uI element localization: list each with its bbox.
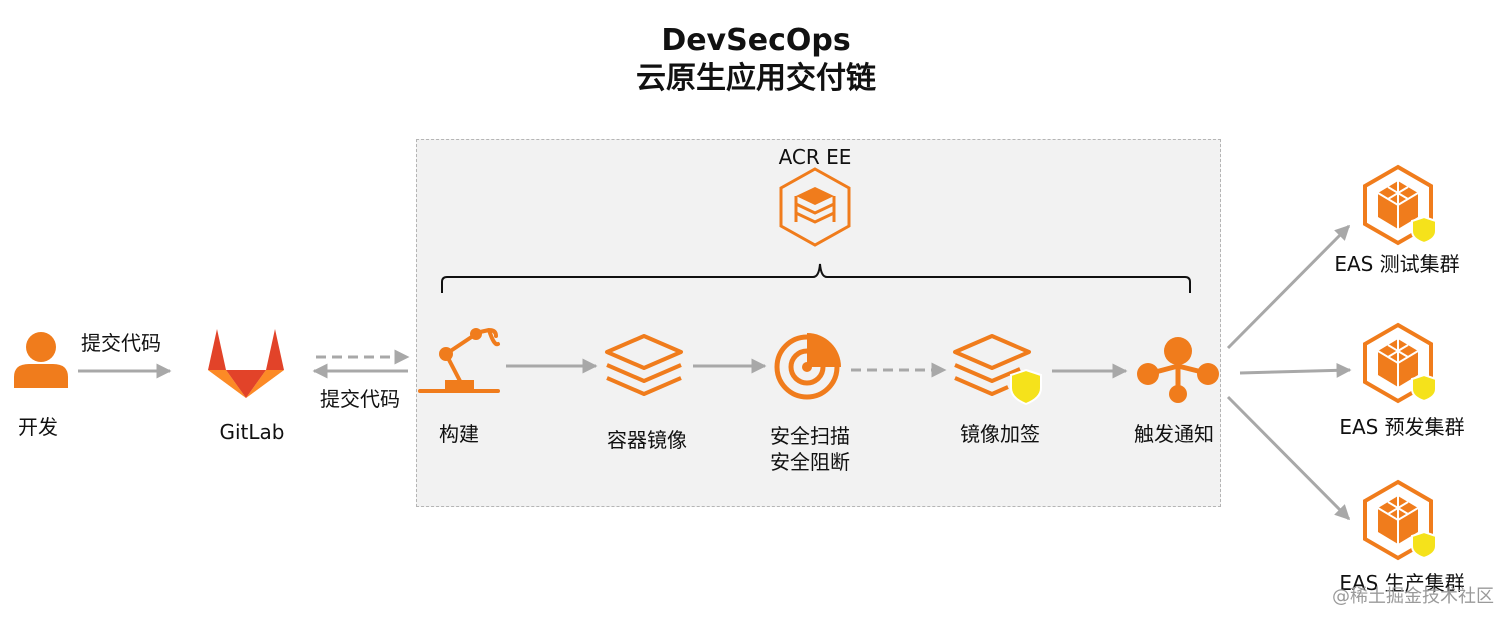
container-image-icon: [605, 334, 683, 396]
eas-production-cluster-icon: [1363, 479, 1437, 561]
eas-production-cluster-label: EAS 生产集群: [1339, 571, 1465, 595]
dev-commit-label: 提交代码: [81, 331, 161, 355]
notification-hub-icon: [1137, 337, 1219, 403]
pipeline-brace: [441, 263, 1191, 293]
gitlab-logo-icon: [208, 329, 284, 398]
build-label: 构建: [439, 422, 479, 446]
arrow-notify-to-staging: [1239, 362, 1352, 378]
acr-ee-label: ACR EE: [778, 145, 852, 169]
watermark: @稀土掘金技术社区: [1332, 586, 1494, 607]
arrow-notify-to-prod: [1226, 395, 1351, 521]
developer-label: 开发: [18, 415, 58, 439]
security-block-label: 安全阻断: [770, 450, 850, 474]
eas-staging-cluster-icon: [1363, 322, 1437, 404]
gitlab-commit-label: 提交代码: [320, 387, 400, 411]
diagram-title: DevSecOps: [661, 23, 851, 58]
eas-test-cluster-label: EAS 测试集群: [1334, 252, 1460, 276]
eas-staging-cluster-label: EAS 预发集群: [1339, 415, 1465, 439]
eas-test-cluster-icon: [1363, 164, 1437, 246]
diagram-subtitle: 云原生应用交付链: [636, 61, 876, 96]
trigger-notify-label: 触发通知: [1134, 422, 1214, 446]
arrow-notify-to-test: [1226, 224, 1351, 350]
security-scan-label: 安全扫描: [770, 424, 850, 448]
image-signing-label: 镜像加签: [960, 422, 1040, 446]
container-image-label: 容器镜像: [607, 428, 687, 452]
acr-ee-icon: [779, 167, 851, 247]
robot-arm-icon: [418, 328, 500, 393]
image-signing-icon: [953, 334, 1042, 406]
user-icon: [14, 332, 68, 388]
gitlab-label: GitLab: [219, 420, 285, 444]
security-scan-icon: [774, 333, 841, 400]
